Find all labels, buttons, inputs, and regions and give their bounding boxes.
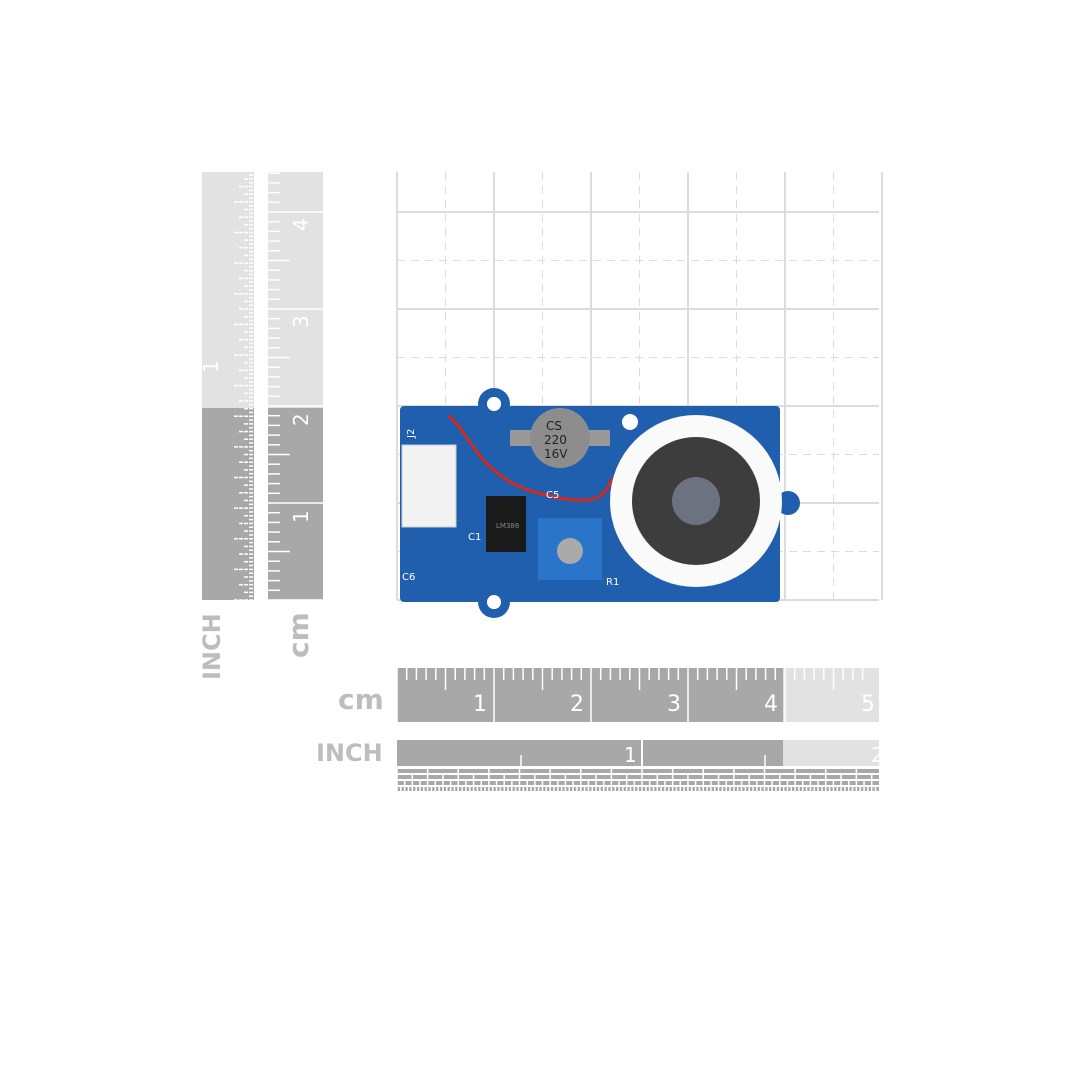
horizontal-inch-unit-label: INCH xyxy=(316,739,383,767)
inch-subdivision-bar xyxy=(397,775,879,779)
vertical-inch-tick-label-1: 1 xyxy=(200,360,223,373)
amplifier-chip xyxy=(486,496,526,552)
svg-text:2: 2 xyxy=(289,413,313,426)
svg-text:1: 1 xyxy=(289,510,313,523)
speaker-wire xyxy=(447,414,615,502)
horizontal-rulers: 1 2 3 4 5 1 2 xyxy=(396,668,884,791)
horizontal-inch-tick-label-1: 1 xyxy=(624,743,637,767)
vertical-cm-tick-label-1: 1 xyxy=(289,510,313,523)
vertical-rulers: 1 2 3 4 1 xyxy=(200,172,323,601)
horizontal-cm-unit-label: cm xyxy=(338,683,384,716)
vertical-cm-tick-label-2: 2 xyxy=(289,413,313,426)
silk-j2: J2 xyxy=(406,429,417,439)
speaker xyxy=(610,415,782,587)
svg-text:CS: CS xyxy=(546,419,562,433)
speaker-module-photo: LM386 CS 220 16V J2 C6 C1 C5 R1 xyxy=(400,388,800,618)
horizontal-cm-tick-label-1: 1 xyxy=(473,692,487,717)
svg-text:3: 3 xyxy=(289,315,313,328)
horizontal-inch-tick-label-2: 2 xyxy=(871,743,884,767)
silk-r1: R1 xyxy=(606,577,619,588)
chip-label: LM386 xyxy=(496,522,520,530)
grove-connector xyxy=(401,444,457,528)
electrolytic-capacitor: CS 220 16V xyxy=(510,408,610,468)
horizontal-cm-tick-label-4: 4 xyxy=(764,692,778,717)
horizontal-cm-tick-label-3: 3 xyxy=(667,692,681,717)
svg-text:4: 4 xyxy=(289,218,313,231)
silk-c6: C6 xyxy=(402,572,415,583)
svg-text:220: 220 xyxy=(544,433,567,447)
vertical-cm-tick-label-4: 4 xyxy=(289,218,313,231)
vertical-inch-unit-label: INCH xyxy=(198,613,226,680)
horizontal-cm-tick-label-2: 2 xyxy=(570,692,584,717)
vertical-cm-tick-label-3: 3 xyxy=(289,315,313,328)
silk-c5: C5 xyxy=(546,490,559,501)
svg-text:1: 1 xyxy=(200,360,223,373)
horizontal-cm-tick-label-5: 5 xyxy=(861,692,875,717)
svg-text:16V: 16V xyxy=(544,447,568,461)
inch-subdivision-bar xyxy=(397,769,879,773)
inch-subdivision-bar xyxy=(397,781,879,785)
vertical-cm-unit-label: cm xyxy=(282,612,315,658)
silk-c1: C1 xyxy=(468,532,481,543)
